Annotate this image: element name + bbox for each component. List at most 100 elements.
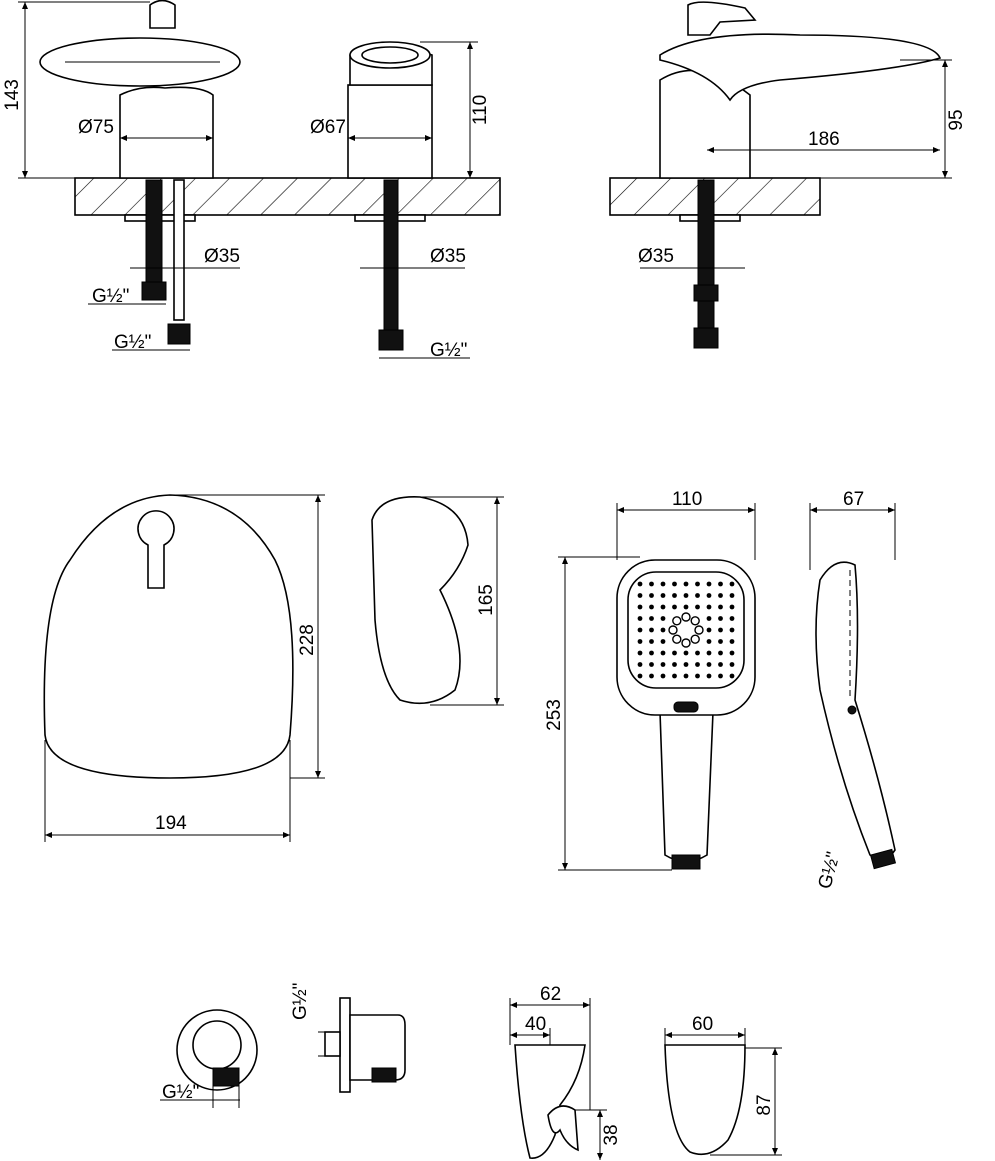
nozzle-dot <box>660 581 666 587</box>
nozzle-dot <box>706 662 712 667</box>
nozzle-dot <box>649 616 654 621</box>
center-nozzle <box>690 616 700 626</box>
dim-pipe-35-c: Ø35 <box>638 246 674 267</box>
nozzle-dot <box>649 604 654 610</box>
nozzle-dot <box>729 581 735 587</box>
thread-label-2: G½" <box>114 332 151 353</box>
center-nozzle <box>668 625 678 635</box>
nozzle-dot <box>706 593 712 598</box>
nozzle-dot <box>672 673 677 679</box>
nozzle-dot <box>706 616 712 621</box>
center-nozzle <box>694 625 704 635</box>
nozzle-dot <box>718 581 723 587</box>
nozzle-dot <box>729 639 735 644</box>
nozzle-dot <box>706 627 712 633</box>
nozzle-dot <box>637 593 643 598</box>
shower-holder-side: 62 40 38 <box>509 984 622 1160</box>
nozzle-dot <box>706 581 712 587</box>
outlet-thread-label: G½" <box>162 1082 199 1103</box>
bath-mixer-front-view: 143 Ø75 Ø67 110 Ø35 Ø35 G½" G½" G½" <box>2 0 501 361</box>
nozzle-dot <box>695 604 700 610</box>
nozzle-dot <box>718 639 723 644</box>
thread-label-3: G½" <box>430 340 467 361</box>
nozzle-dot <box>660 673 666 679</box>
nozzle-dot <box>706 673 712 679</box>
nozzle-dot <box>718 616 723 621</box>
shower-thread-label: G½" <box>815 850 845 892</box>
mixer-body <box>119 86 214 179</box>
nozzle-dot <box>683 593 689 598</box>
nozzle-dot <box>637 627 643 633</box>
dim-height-95: 95 <box>946 109 967 130</box>
nozzle-dot <box>695 673 700 679</box>
diverter-body <box>347 84 433 179</box>
nozzle-dot <box>637 673 643 679</box>
nozzle-dot <box>649 650 654 656</box>
wall-plate-front: 228 194 <box>43 494 325 842</box>
nozzle-dot <box>649 673 654 679</box>
dim-holder-38: 38 <box>601 1124 622 1145</box>
nozzle-dot <box>637 662 643 667</box>
nozzle-dot <box>718 662 723 667</box>
nozzle-dot <box>683 581 689 587</box>
nozzle-dot <box>660 616 666 621</box>
side-spout <box>659 33 942 102</box>
hand-shower-front: 110 253 <box>544 489 756 871</box>
nozzle-dot <box>718 593 723 598</box>
nozzle-dot <box>672 604 677 610</box>
supply-hose-3 <box>383 179 399 331</box>
dim-height-143: 143 <box>2 79 23 111</box>
shower-nozzles <box>637 581 735 679</box>
nozzle-dot <box>649 581 654 587</box>
nozzle-dot <box>637 639 643 644</box>
dim-cup-87: 87 <box>754 1094 775 1115</box>
dim-height-165: 165 <box>476 584 497 616</box>
dim-diameter-67: Ø67 <box>310 117 346 138</box>
lever-handle <box>149 0 176 29</box>
center-nozzle <box>681 638 691 648</box>
nozzle-dot <box>649 662 654 667</box>
nozzle-dot <box>672 650 677 656</box>
nozzle-dot <box>718 604 723 610</box>
nozzle-dot <box>729 673 735 679</box>
thread-label-1: G½" <box>92 286 129 307</box>
nozzle-dot <box>672 593 677 598</box>
center-nozzle <box>681 612 691 622</box>
center-nozzle <box>690 634 700 644</box>
nozzle-dot <box>718 650 723 656</box>
nozzle-dot <box>729 616 735 621</box>
deck-section <box>74 177 501 216</box>
dim-width-194: 194 <box>155 813 187 834</box>
nozzle-dot <box>660 593 666 598</box>
nozzle-dot <box>695 650 700 656</box>
nozzle-dot <box>683 604 689 610</box>
nozzle-dot <box>637 604 643 610</box>
nozzle-dot <box>729 662 735 667</box>
dim-length-253: 253 <box>544 699 565 731</box>
dim-pipe-35-b: Ø35 <box>430 246 466 267</box>
nozzle-dot <box>729 593 735 598</box>
nozzle-dot <box>695 593 700 598</box>
dim-depth-67: 67 <box>843 489 864 510</box>
shower-cup-front: 60 87 <box>664 1014 782 1156</box>
dim-diameter-75: Ø75 <box>78 117 114 138</box>
nozzle-dot <box>706 650 712 656</box>
hand-shower-side: 67 G½" <box>809 489 897 892</box>
dim-cup-60: 60 <box>692 1014 713 1035</box>
nozzle-dot <box>660 650 666 656</box>
nozzle-dot <box>672 662 677 667</box>
supply-pipe-2 <box>173 179 185 321</box>
nozzle-dot <box>672 581 677 587</box>
nozzle-dot <box>660 662 666 667</box>
nozzle-dot <box>683 673 689 679</box>
wall-outlet: G½" <box>160 1009 258 1108</box>
nozzle-dot <box>637 650 643 656</box>
nozzle-dot <box>637 581 643 587</box>
nozzle-dot <box>706 639 712 644</box>
side-lever <box>687 1 757 36</box>
dim-holder-40: 40 <box>525 1014 546 1035</box>
wall-outlet-side: G½" <box>290 983 406 1093</box>
nozzle-dot <box>729 650 735 656</box>
center-nozzle <box>672 616 682 626</box>
nozzle-dot <box>683 650 689 656</box>
